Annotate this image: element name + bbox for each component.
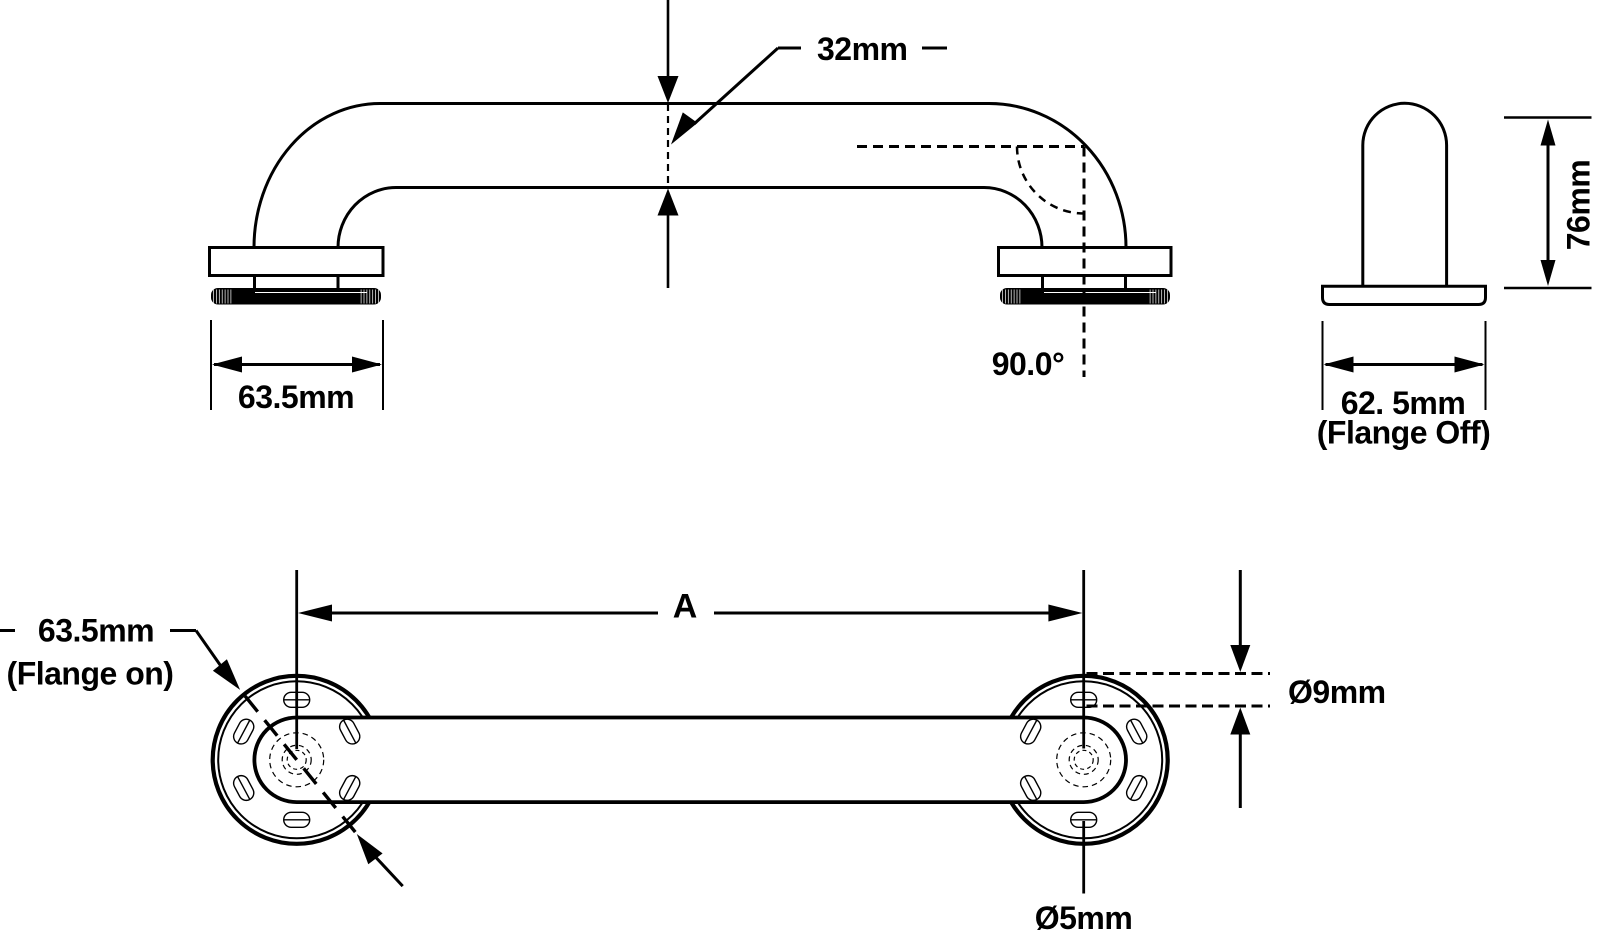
svg-text:62. 5mm: 62. 5mm	[1341, 385, 1466, 421]
svg-text:(Flange on): (Flange on)	[7, 656, 174, 692]
svg-text:(Flange Off): (Flange Off)	[1317, 415, 1491, 451]
svg-text:90.0°: 90.0°	[992, 346, 1065, 382]
svg-text:Ø5mm: Ø5mm	[1035, 900, 1133, 936]
svg-text:Ø9mm: Ø9mm	[1288, 674, 1386, 710]
svg-text:A: A	[673, 588, 698, 626]
svg-text:63.5mm: 63.5mm	[38, 613, 154, 649]
svg-text:63.5mm: 63.5mm	[238, 379, 354, 415]
svg-text:32mm: 32mm	[817, 31, 908, 67]
svg-text:76mm: 76mm	[1561, 160, 1597, 251]
